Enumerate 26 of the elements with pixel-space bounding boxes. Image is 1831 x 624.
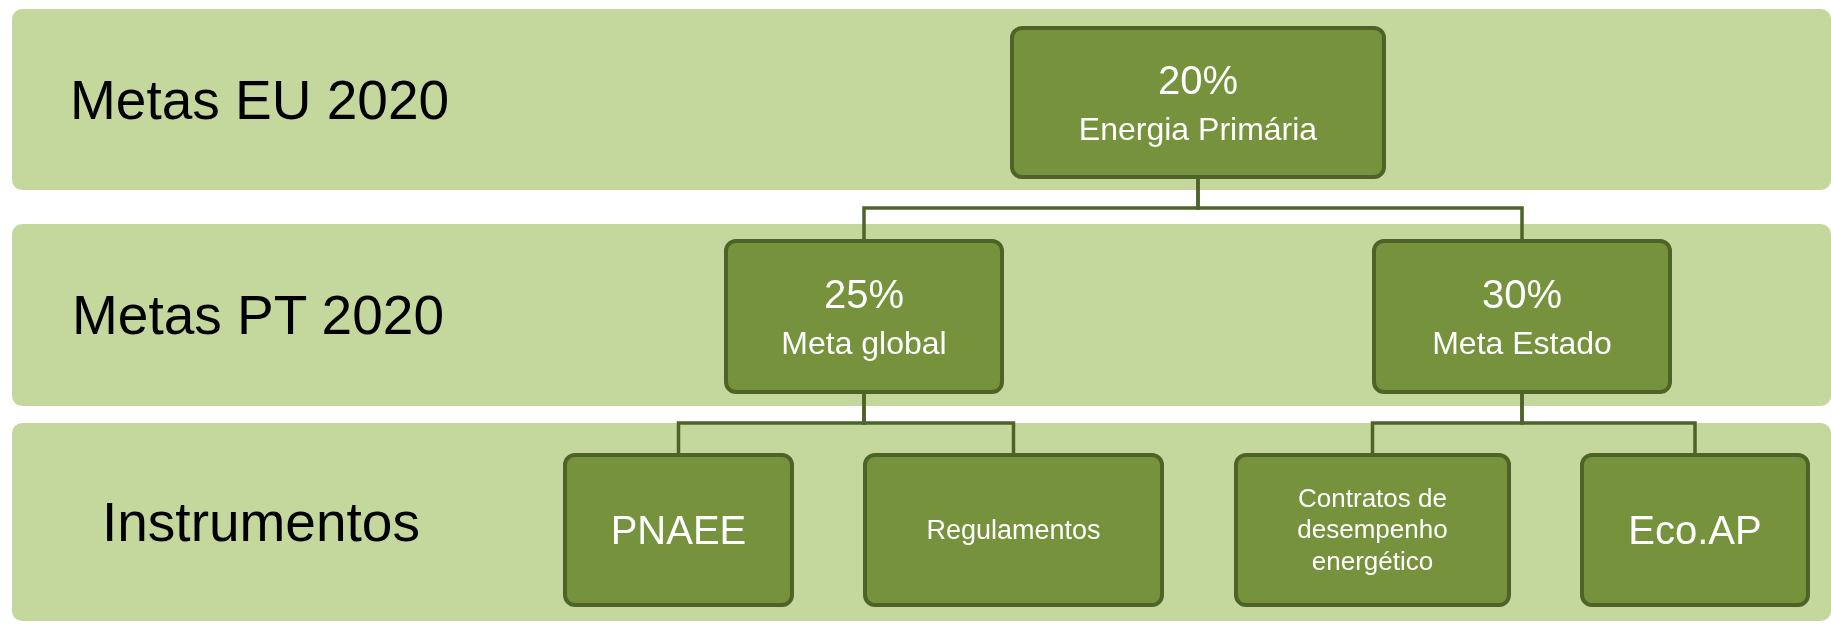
process-box <box>1580 453 1810 607</box>
process-box <box>1372 239 1672 394</box>
row-label: Instrumentos <box>102 490 420 554</box>
box-label: Energia Primária <box>1077 110 1319 149</box>
connector-line <box>862 394 1016 453</box>
box-label: PNAEE <box>609 507 748 554</box>
connector-line <box>1196 179 1524 239</box>
box-label: Contratos de desempenho energético <box>1296 483 1449 577</box>
process-box <box>863 453 1164 607</box>
process-box <box>563 453 794 607</box>
connector-line <box>1520 394 1697 453</box>
process-box <box>1010 26 1386 179</box>
percentage-value: 30% <box>1480 271 1564 319</box>
box-label: Meta global <box>780 324 948 363</box>
band <box>12 224 1831 406</box>
box-label: Meta Estado <box>1431 324 1613 363</box>
percentage-value: 25% <box>822 271 906 319</box>
box-label: Eco.AP <box>1627 507 1763 554</box>
row-label: Metas EU 2020 <box>70 67 450 132</box>
process-box <box>724 239 1004 394</box>
row-label: Metas PT 2020 <box>72 283 444 347</box>
process-box <box>1234 453 1511 607</box>
box-label: Regulamentos <box>925 513 1102 547</box>
band <box>12 9 1831 190</box>
percentage-value: 20% <box>1156 57 1240 105</box>
band <box>12 423 1831 621</box>
